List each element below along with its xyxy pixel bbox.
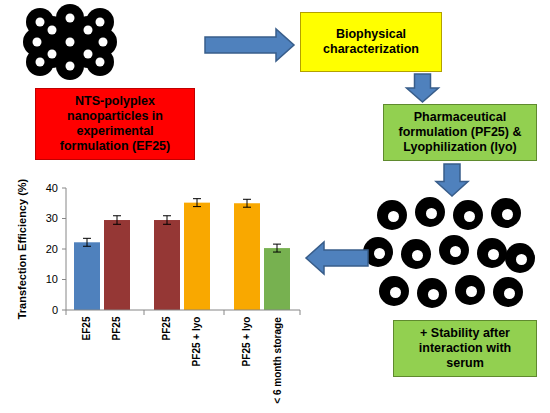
particle-core bbox=[390, 287, 401, 298]
tick bbox=[62, 310, 66, 311]
particle bbox=[491, 198, 521, 228]
particle bbox=[379, 276, 409, 306]
tick-label: 20 bbox=[46, 243, 58, 255]
process-box: Pharmaceutical formulation (PF25) & Lyop… bbox=[383, 104, 537, 161]
bar-chart bbox=[62, 188, 300, 315]
category-label: < 6 month storage bbox=[272, 317, 283, 403]
tick bbox=[62, 249, 66, 250]
category-label: PF25 bbox=[112, 317, 123, 341]
tick-label: 10 bbox=[46, 273, 58, 285]
start-box: NTS-polyplex nanoparticles in experiment… bbox=[35, 88, 195, 160]
nanoparticle-cluster bbox=[23, 4, 117, 80]
particle-core bbox=[388, 211, 399, 222]
block-arrow bbox=[436, 164, 468, 196]
block-arrow bbox=[306, 242, 368, 274]
particle-core bbox=[412, 250, 423, 261]
particle-core bbox=[66, 62, 75, 71]
box-text: NTS-polyplex nanoparticles in experiment… bbox=[43, 94, 187, 154]
block-arrow bbox=[205, 29, 294, 61]
tick bbox=[66, 310, 67, 315]
particle bbox=[417, 278, 447, 308]
category-label: EF25 bbox=[82, 317, 93, 341]
tick-label: 40 bbox=[46, 182, 58, 194]
particle-core bbox=[48, 50, 57, 59]
particle-core bbox=[428, 289, 439, 300]
separated-particles bbox=[363, 197, 535, 308]
axis bbox=[66, 188, 300, 310]
bar bbox=[104, 220, 130, 310]
particle bbox=[56, 4, 84, 32]
particle-core bbox=[84, 26, 93, 35]
particle-core bbox=[66, 14, 75, 23]
error-bar bbox=[113, 216, 121, 225]
category-label: PF25 + lyo bbox=[192, 317, 203, 367]
tick bbox=[224, 310, 225, 315]
particle-core bbox=[36, 58, 45, 67]
tick bbox=[62, 218, 66, 219]
process-box: + Stability after interaction with serum bbox=[393, 320, 537, 377]
particle bbox=[401, 239, 431, 269]
particle bbox=[505, 243, 535, 273]
tick-label: 30 bbox=[46, 212, 58, 224]
error-bar bbox=[273, 244, 281, 252]
category-label: PF25 + lyo bbox=[242, 317, 253, 367]
particle-core bbox=[504, 288, 515, 299]
particle-core bbox=[33, 38, 42, 47]
particle-core bbox=[450, 246, 461, 257]
category-label: PF25 bbox=[162, 317, 173, 341]
particle-core bbox=[96, 18, 105, 27]
tick bbox=[62, 279, 66, 280]
tick-label: 0 bbox=[52, 304, 58, 316]
bar bbox=[154, 220, 180, 310]
particle bbox=[439, 235, 469, 265]
particle bbox=[455, 275, 485, 305]
particle bbox=[377, 200, 407, 230]
particle bbox=[493, 277, 523, 307]
bar bbox=[74, 242, 100, 310]
error-bar bbox=[243, 199, 251, 207]
bar bbox=[234, 203, 260, 310]
particle-core bbox=[374, 248, 385, 259]
particle-core bbox=[464, 211, 475, 222]
bar bbox=[184, 203, 210, 310]
particle-core bbox=[84, 50, 93, 59]
particle-core bbox=[488, 249, 499, 260]
error-bar bbox=[193, 199, 201, 207]
axis-title: Transfection Efficiency (%) bbox=[16, 179, 28, 320]
particle-core bbox=[516, 254, 527, 265]
particle bbox=[415, 197, 445, 227]
particle bbox=[56, 52, 84, 80]
error-bar bbox=[83, 238, 91, 246]
particle-core bbox=[502, 209, 513, 220]
particle-core bbox=[48, 26, 57, 35]
particle-core bbox=[99, 38, 108, 47]
bar bbox=[264, 248, 290, 310]
particle-core bbox=[466, 286, 477, 297]
particle-core bbox=[66, 38, 75, 47]
particle-core bbox=[36, 18, 45, 27]
particle bbox=[477, 238, 507, 268]
tick bbox=[62, 188, 66, 189]
particle-core bbox=[426, 208, 437, 219]
box-text: + Stability after interaction with serum bbox=[401, 326, 529, 371]
tick bbox=[144, 310, 145, 315]
error-bar bbox=[163, 216, 171, 225]
particle-core bbox=[96, 58, 105, 67]
block-arrow bbox=[407, 74, 439, 102]
box-text: Biophysical characterization bbox=[308, 27, 434, 57]
tick bbox=[300, 310, 301, 315]
particle bbox=[453, 200, 483, 230]
process-box: Biophysical characterization bbox=[300, 12, 442, 72]
box-text: Pharmaceutical formulation (PF25) & Lyop… bbox=[391, 110, 529, 155]
